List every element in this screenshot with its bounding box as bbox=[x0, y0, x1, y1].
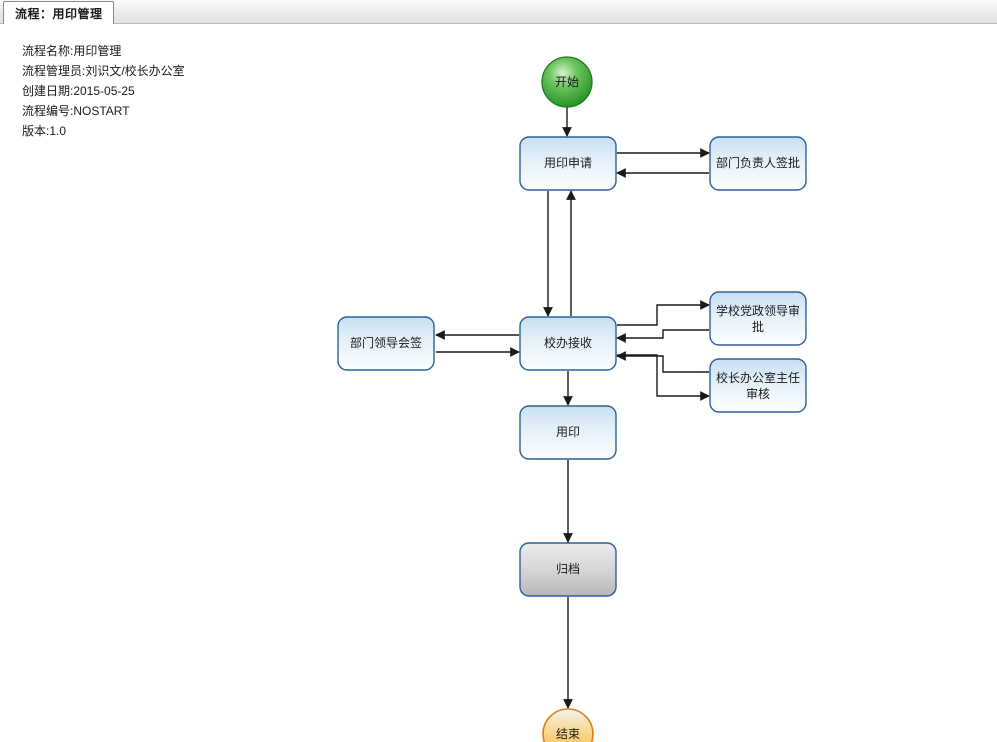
process-info-block: 流程名称:用印管理 流程管理员:刘识文/校长办公室 创建日期:2015-05-2… bbox=[22, 41, 352, 141]
partyapprove-box bbox=[709, 291, 807, 346]
node-seal[interactable]: 用印 bbox=[519, 405, 617, 460]
flowchart: 开始 用印申请 部门负责人签批 校办接收 部门领导会签 学校党政领导审 批 bbox=[337, 56, 807, 742]
countersign-box bbox=[337, 316, 435, 371]
node-directorreview-label-line1: 校长办公室主任 bbox=[716, 370, 800, 385]
directorreview-box bbox=[709, 358, 807, 413]
tab-bar: 流程：用印管理 bbox=[0, 0, 997, 24]
edge-receive-to-partyapprove bbox=[617, 300, 710, 326]
node-deptsign-label: 部门负责人签批 bbox=[716, 155, 800, 170]
apply-box bbox=[519, 136, 617, 191]
edge-directorreview-to-receive bbox=[616, 351, 709, 373]
node-countersign[interactable]: 部门领导会签 bbox=[337, 316, 435, 371]
info-version: 版本:1.0 bbox=[22, 124, 67, 138]
node-end-label: 结束 bbox=[556, 727, 580, 741]
receive-box bbox=[519, 316, 617, 371]
node-start-label: 开始 bbox=[555, 75, 579, 89]
info-process-no: 流程编号:NOSTART bbox=[22, 104, 130, 118]
archive-box bbox=[519, 542, 617, 597]
seal-box bbox=[519, 405, 617, 460]
node-partyapprove-label-line1: 学校党政领导审 bbox=[716, 303, 800, 318]
node-archive[interactable]: 归档 bbox=[519, 542, 617, 597]
tab-process-seal-management[interactable]: 流程：用印管理 bbox=[3, 1, 114, 24]
edge-receive-to-directorreview bbox=[617, 354, 710, 401]
node-countersign-label: 部门领导会签 bbox=[350, 335, 422, 350]
start-circle bbox=[541, 56, 593, 108]
node-start[interactable]: 开始 bbox=[541, 56, 593, 108]
tab-label: 流程：用印管理 bbox=[15, 6, 103, 21]
node-apply-label: 用印申请 bbox=[544, 156, 592, 170]
node-partyapprove[interactable]: 学校党政领导审 批 bbox=[709, 291, 807, 346]
flow-canvas: 流程名称:用印管理 流程管理员:刘识文/校长办公室 创建日期:2015-05-2… bbox=[0, 25, 997, 742]
node-directorreview-label-line2: 审核 bbox=[746, 386, 770, 401]
node-receive[interactable]: 校办接收 bbox=[519, 316, 617, 371]
node-end[interactable]: 结束 bbox=[542, 708, 594, 742]
end-circle bbox=[542, 708, 594, 742]
node-partyapprove-label-line2: 批 bbox=[752, 319, 764, 334]
node-archive-label: 归档 bbox=[556, 562, 580, 576]
connector-group bbox=[435, 107, 710, 709]
node-receive-label: 校办接收 bbox=[544, 335, 592, 350]
info-administrator: 流程管理员:刘识文/校长办公室 bbox=[22, 64, 185, 78]
node-apply[interactable]: 用印申请 bbox=[519, 136, 617, 191]
node-deptsign[interactable]: 部门负责人签批 bbox=[709, 136, 807, 191]
node-directorreview[interactable]: 校长办公室主任 审核 bbox=[709, 358, 807, 413]
node-seal-label: 用印 bbox=[556, 425, 580, 439]
edge-partyapprove-to-receive bbox=[616, 329, 709, 343]
deptsign-box bbox=[709, 136, 807, 191]
info-process-name: 流程名称:用印管理 bbox=[22, 44, 122, 58]
info-created-date: 创建日期:2015-05-25 bbox=[22, 84, 135, 98]
